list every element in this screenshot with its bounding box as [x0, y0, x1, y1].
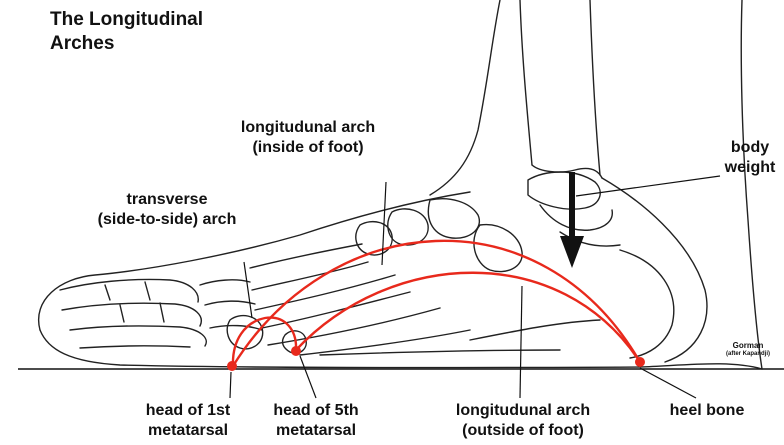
- title-line-1: The Longitudinal: [50, 8, 203, 32]
- label-outer-longitudinal-arch: longitudunal arch (outside of foot): [430, 401, 616, 441]
- label-transverse-arch: transverse (side-to-side) arch: [72, 190, 262, 230]
- contact-point-5th-metatarsal: [291, 346, 301, 356]
- label-inner-longitudinal-arch: longitudunal arch (inside of foot): [228, 118, 388, 158]
- image-credit: Gorman (after Kapandji): [716, 341, 780, 359]
- label-head-1st-metatarsal: head of 1st metatarsal: [128, 401, 248, 441]
- title-line-2: Arches: [50, 32, 203, 56]
- diagram-title: The Longitudinal Arches: [50, 8, 203, 56]
- body-weight-arrowhead: [560, 236, 584, 268]
- contact-point-heel: [635, 357, 645, 367]
- label-body-weight: body weight: [716, 138, 784, 178]
- contact-point-1st-metatarsal: [227, 361, 237, 371]
- label-head-5th-metatarsal: head of 5th metatarsal: [256, 401, 376, 441]
- label-heel-bone: heel bone: [654, 401, 760, 421]
